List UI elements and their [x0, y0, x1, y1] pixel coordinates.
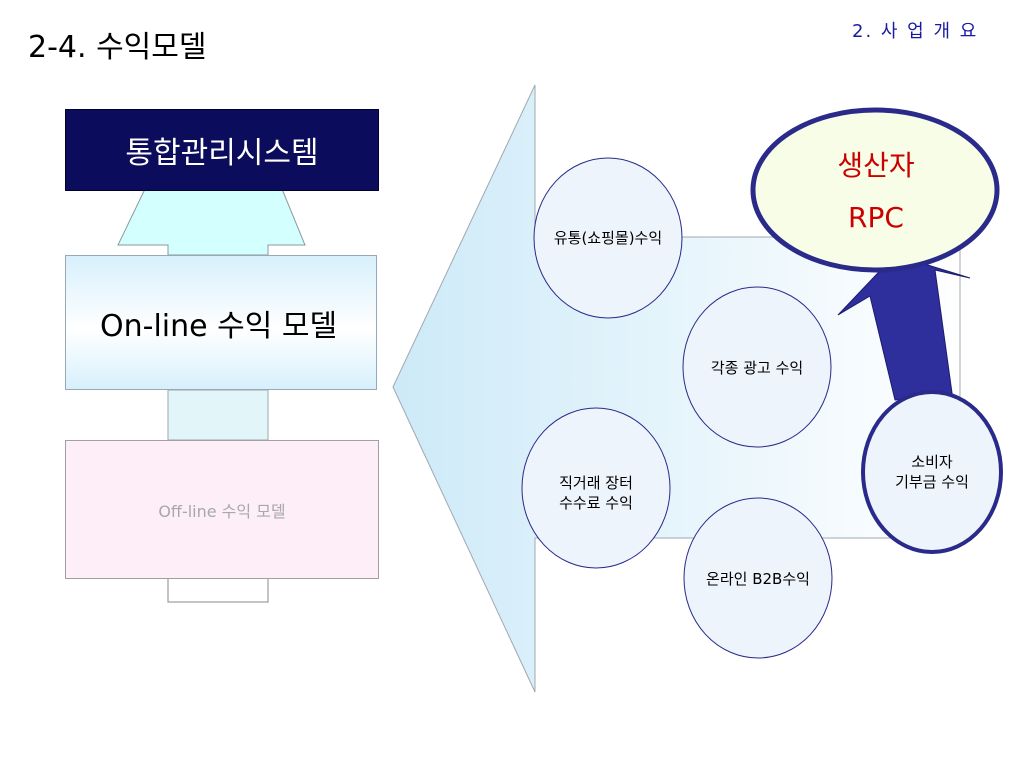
revenue-label-line: 온라인 B2B수익 [706, 569, 810, 588]
revenue-ellipse-distribution [533, 157, 683, 319]
offline-model-box: Off-line 수익 모델 [65, 440, 379, 579]
integrated-system-label: 통합관리시스템 [125, 136, 319, 171]
integrated-system-box: 통합관리시스템 [65, 109, 379, 191]
revenue-label-online-b2b: 온라인 B2B수익 [684, 559, 832, 599]
section-label: 2. 사 업 개 요 [852, 21, 979, 42]
revenue-ellipse-advertising [682, 286, 832, 448]
revenue-label-line: 직거래 장터 [559, 473, 633, 492]
offline-model-label: Off-line 수익 모델 [158, 501, 286, 521]
consumer-label-line2: 기부금 수익 [895, 473, 969, 491]
connector-strip-upper [167, 389, 269, 441]
revenue-label-direct-market: 직거래 장터 수수료 수익 [522, 463, 670, 523]
revenue-label-line: 유통(쇼핑몰)수익 [553, 228, 663, 247]
revenue-ellipse-direct-market [521, 407, 671, 569]
revenue-label-line: 각종 광고 수익 [710, 358, 804, 377]
consumer-label-line1: 소비자 [911, 452, 953, 471]
producer-label: 생산자 RPC [755, 112, 997, 272]
producer-ellipse [750, 107, 1000, 273]
producer-label-line1: 생산자 [837, 149, 915, 183]
page-title: 2-4. 수익모델 [28, 30, 207, 65]
online-model-box: On-line 수익 모델 [65, 255, 377, 390]
online-model-label: On-line 수익 모델 [100, 308, 338, 344]
revenue-label-distribution: 유통(쇼핑몰)수익 [534, 218, 682, 258]
revenue-ellipse-online-b2b [683, 497, 833, 659]
consumer-ellipse [861, 390, 1003, 554]
blue-arrow-consumer-to-producer [837, 254, 971, 401]
revenue-label-line: 수수료 수익 [559, 494, 633, 512]
up-arrow-to-integrated-system [117, 188, 306, 256]
connector-strip-lower [167, 576, 269, 603]
producer-label-line2: RPC [848, 201, 904, 234]
consumer-label: 소비자 기부금 수익 [863, 444, 1001, 500]
revenue-label-advertising: 각종 광고 수익 [683, 348, 831, 388]
